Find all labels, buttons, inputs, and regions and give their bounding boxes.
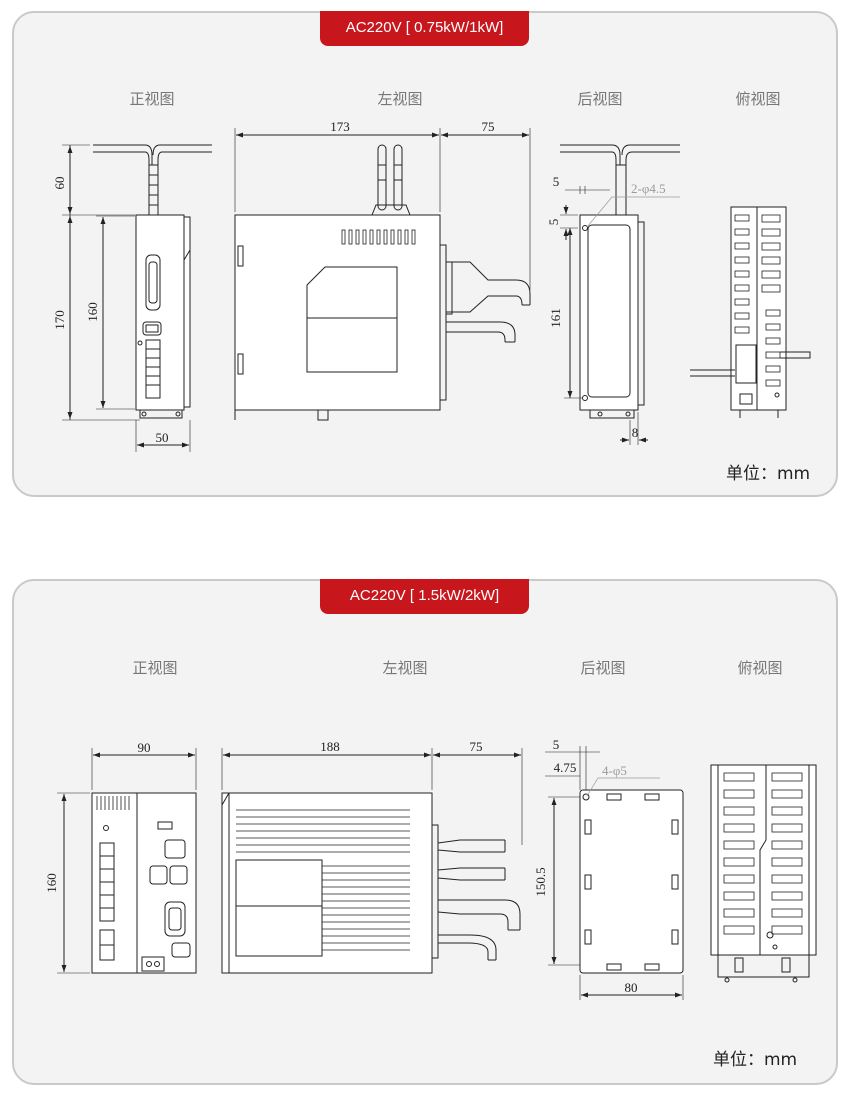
dim-rear-hole: 2-φ4.5 (631, 181, 666, 196)
dim-front-height: 160 (44, 873, 59, 893)
dim-front-width: 50 (156, 430, 169, 445)
top-view-title: 俯视图 (735, 90, 781, 108)
unit-label: 单位：mm (713, 1050, 798, 1070)
front-view-title: 正视图 (129, 90, 175, 108)
dim-front-cable: 60 (52, 177, 67, 190)
rear-view-drawing (545, 746, 684, 1000)
dim-rear-edge: 5 (546, 219, 561, 226)
front-view-drawing (57, 748, 197, 974)
dim-rear-edge: 4.75 (554, 760, 577, 775)
model-badge: AC220V [ 1.5kW/2kW] (320, 579, 529, 614)
dim-front-total: 170 (52, 310, 67, 330)
dim-rear-bottom: 8 (632, 425, 639, 440)
dim-left-length: 173 (330, 119, 350, 134)
dim-left-cable: 75 (482, 119, 495, 134)
dim-rear-offset: 5 (553, 174, 560, 189)
left-view-title: 左视图 (377, 90, 423, 108)
top-view-drawing (690, 206, 811, 418)
left-view-drawing (234, 128, 531, 421)
dim-rear-height: 150.5 (533, 867, 548, 896)
dim-front-width: 90 (138, 740, 151, 755)
front-view-drawing (62, 144, 212, 452)
left-view-title: 左视图 (382, 659, 428, 677)
rear-view-title: 后视图 (580, 659, 626, 677)
top-view-title: 俯视图 (737, 659, 783, 677)
dim-rear-width: 80 (625, 980, 638, 995)
front-view-title: 正视图 (132, 659, 178, 677)
top-view-drawing (710, 764, 817, 983)
dim-left-length: 188 (320, 739, 340, 754)
dim-rear-offset: 5 (553, 737, 560, 752)
rear-view-title: 后视图 (577, 90, 623, 108)
model-badge: AC220V [ 0.75kW/1kW] (320, 11, 529, 46)
dim-rear-height: 161 (548, 308, 563, 328)
unit-label: 单位：mm (726, 464, 811, 484)
left-view-drawing (221, 748, 523, 974)
dim-left-cable: 75 (470, 739, 483, 754)
dim-front-body: 160 (85, 302, 100, 322)
rear-view-drawing (560, 144, 680, 445)
dim-rear-hole: 4-φ5 (602, 763, 627, 778)
